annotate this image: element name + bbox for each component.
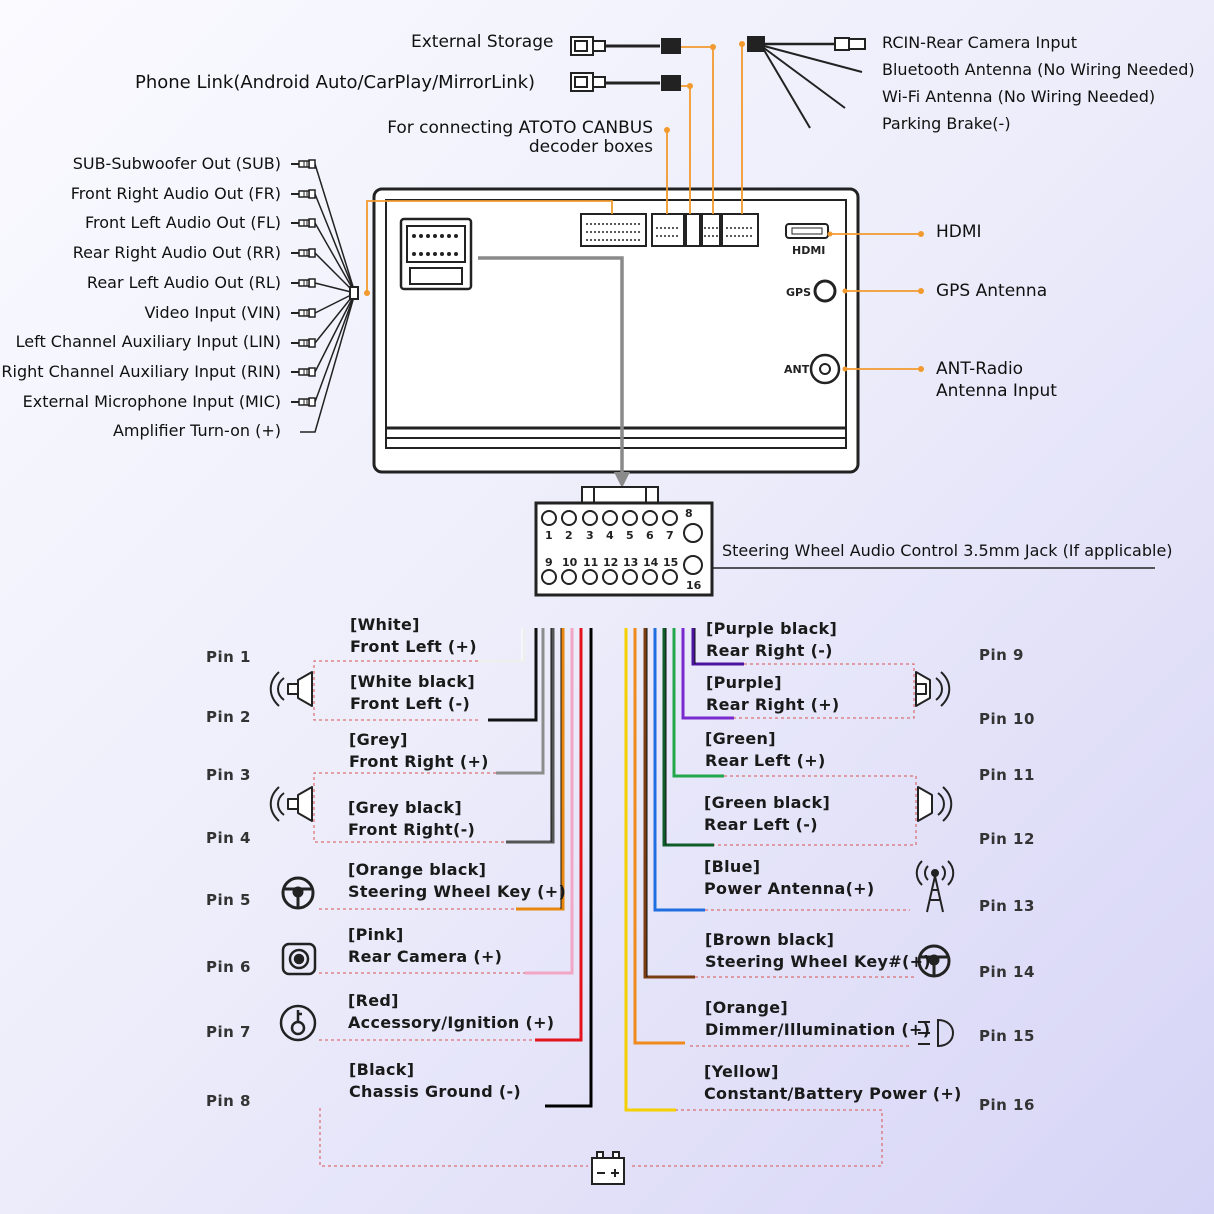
pin-label: Pin 11 (979, 766, 1035, 784)
gps-tag: GPS (786, 286, 812, 299)
pin-label: Pin 7 (206, 1023, 251, 1041)
pin-label: Pin 10 (979, 710, 1035, 728)
rca-plug-icon (290, 159, 316, 407)
parking-brake-label: Parking Brake(-) (882, 114, 1011, 133)
rca-label-lin: Left Channel Auxiliary Input (LIN) (15, 332, 281, 351)
wire-label: [Brown black]Steering Wheel Key#(+) (705, 930, 931, 971)
wire-label: [Orange black]Steering Wheel Key (+) (348, 860, 567, 901)
speaker-icon (917, 786, 953, 822)
pin-label: Pin 15 (979, 1027, 1035, 1045)
wire-label: [Purple black]Rear Right (-) (706, 619, 838, 660)
wire-label: [Green]Rear Left (+) (705, 729, 826, 770)
pin-number: 9 (545, 556, 553, 569)
pin-label: Pin 16 (979, 1096, 1035, 1114)
hdmi-label: HDMI (936, 222, 982, 242)
pin-label: Pin 6 (206, 958, 251, 976)
wire-label: [Black]Chassis Ground (-) (349, 1060, 522, 1101)
pin-label: Pin 8 (206, 1092, 251, 1110)
bluetooth-label: Bluetooth Antenna (No Wiring Needed) (882, 60, 1195, 79)
pin-number: 16 (686, 579, 702, 592)
wire-label: [Pink]Rear Camera (+) (348, 925, 503, 966)
pin-label: Pin 1 (206, 648, 251, 666)
camera-input-label: RCIN-Rear Camera Input (882, 33, 1077, 52)
rca-label-sub: SUB-Subwoofer Out (SUB) (72, 154, 281, 173)
speaker-icon (915, 671, 951, 707)
pin-number: 8 (685, 507, 693, 520)
pin-number: 13 (623, 556, 639, 569)
pin-number: 12 (603, 556, 619, 569)
ant-label-line1: ANT-Radio (936, 359, 1024, 379)
pin-label: Pin 9 (979, 646, 1024, 664)
rca-label-mic: External Microphone Input (MIC) (22, 392, 281, 411)
pin-label: Pin 2 (206, 708, 251, 726)
phone-link-label: Phone Link(Android Auto/CarPlay/MirrorLi… (135, 72, 536, 93)
pin-label: Pin 12 (979, 830, 1035, 848)
wire-label: [Grey black]Front Right(-) (348, 798, 476, 839)
wire-label: [Yellow]Constant/Battery Power (+) (704, 1062, 962, 1103)
wire-label: [White black]Front Left (-) (350, 672, 475, 713)
rca-label-amp: Amplifier Turn-on (+) (112, 421, 281, 440)
pin-number: 7 (666, 529, 674, 542)
steering-wheel-icon (917, 944, 951, 978)
gps-label: GPS Antenna (936, 281, 1048, 301)
rear-connectors-icon (580, 213, 759, 247)
canbus-label-line1: For connecting ATOTO CANBUS (387, 118, 653, 138)
rca-label-rr: Rear Right Audio Out (RR) (72, 243, 281, 262)
rca-label-vin: Video Input (VIN) (144, 303, 281, 322)
pin-label: Pin 3 (206, 766, 251, 784)
pin-number: 2 (565, 529, 573, 542)
pin-number: 3 (586, 529, 594, 542)
iso-connector-icon (399, 217, 473, 291)
pin-number: 5 (626, 529, 634, 542)
external-storage-label: External Storage (411, 32, 554, 52)
pin-number: 11 (583, 556, 599, 569)
hdmi-tag: HDMI (792, 244, 826, 257)
camera-plug-icon (747, 36, 866, 129)
pin-number: 14 (643, 556, 659, 569)
pin-number: 6 (646, 529, 654, 542)
rca-label-fr: Front Right Audio Out (FR) (70, 184, 281, 203)
pin-label: Pin 5 (206, 891, 251, 909)
wifi-label: Wi-Fi Antenna (No Wiring Needed) (882, 87, 1156, 106)
wire-label: [Blue]Power Antenna(+) (704, 857, 875, 898)
battery-icon (591, 1151, 625, 1185)
wire-label: [White]Front Left (+) (350, 615, 477, 656)
wire-label: [Red]Accessory/Ignition (+) (348, 991, 555, 1032)
canbus-label-line2: decoder boxes (528, 137, 653, 157)
headlight-icon (918, 1018, 954, 1048)
pin-number: 15 (663, 556, 679, 569)
pin-number: 4 (606, 529, 614, 542)
pin-label: Pin 4 (206, 829, 251, 847)
rca-label-rin: Right Channel Auxiliary Input (RIN) (1, 362, 281, 381)
wire-label: [Grey]Front Right (+) (349, 730, 489, 771)
pin-label: Pin 13 (979, 897, 1035, 915)
speaker-icon (269, 786, 313, 822)
wire-label: [Green black]Rear Left (-) (704, 793, 831, 834)
antenna-icon (915, 860, 955, 913)
speaker-icon (269, 671, 313, 707)
steering-jack-label: Steering Wheel Audio Control 3.5mm Jack … (722, 541, 1173, 560)
ant-label-line2: Antenna Input (936, 381, 1057, 401)
steering-wheel-icon (281, 876, 315, 910)
wire-label: [Purple]Rear Right (+) (706, 673, 840, 714)
camera-icon (281, 942, 317, 976)
pin-number: 10 (562, 556, 578, 569)
gps-port-icon (813, 279, 837, 303)
pin-number: 1 (545, 529, 553, 542)
wire-label: [Orange]Dimmer/Illumination (+) (705, 998, 931, 1039)
ant-tag: ANT (784, 363, 810, 376)
ignition-key-icon (279, 1004, 317, 1042)
pin-label: Pin 14 (979, 963, 1035, 981)
usb-plug-icon (570, 36, 681, 92)
harness-connector-icon (534, 486, 714, 597)
rca-label-rl: Rear Left Audio Out (RL) (86, 273, 281, 292)
rca-label-fl: Front Left Audio Out (FL) (85, 213, 281, 232)
